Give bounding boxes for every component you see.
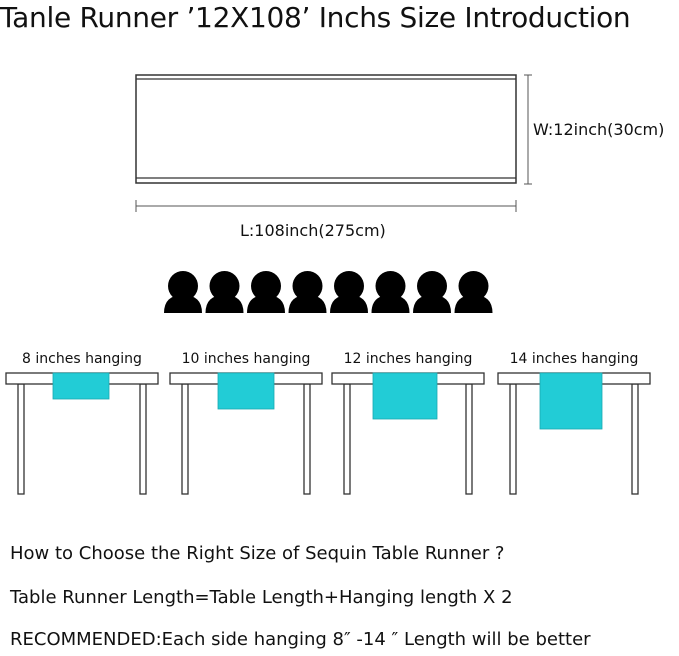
question-text: How to Choose the Right Size of Sequin T… — [10, 543, 505, 564]
hanging-example-table — [5, 372, 159, 495]
person-silhouette-icon — [330, 271, 368, 313]
hanging-label: 12 inches hanging — [343, 351, 473, 367]
runner-drop — [539, 372, 603, 430]
page-title: Tanle Runner ’12X108’ Inchs Size Introdu… — [0, 1, 631, 34]
runner-drop — [372, 372, 438, 420]
runner-drop — [52, 372, 110, 400]
runner-drop — [217, 372, 275, 410]
tables-row — [5, 372, 651, 495]
width-label: W:12inch(30cm) — [533, 120, 665, 139]
width-dimension-line — [524, 74, 532, 185]
length-label: L:108inch(275cm) — [240, 221, 386, 240]
person-silhouette-icon — [205, 271, 244, 313]
recommended-text: RECOMMENDED:Each side hanging 8″ -14 ″ L… — [10, 629, 591, 650]
person-silhouette-icon — [288, 271, 327, 313]
person-silhouette-icon — [454, 271, 493, 313]
runner-top-view — [135, 74, 517, 184]
hanging-label: 10 inches hanging — [181, 351, 311, 367]
hanging-example-table — [331, 372, 485, 495]
person-silhouette-icon — [371, 271, 410, 313]
person-silhouette-icon — [413, 271, 451, 313]
hanging-label: 8 inches hanging — [22, 351, 142, 367]
formula-text: Table Runner Length=Table Length+Hanging… — [10, 587, 513, 608]
hanging-example-table — [497, 372, 651, 495]
hanging-label: 14 inches hanging — [509, 351, 639, 367]
people-row — [164, 271, 493, 313]
person-silhouette-icon — [164, 271, 202, 313]
person-silhouette-icon — [247, 271, 285, 313]
hanging-example-table — [169, 372, 323, 495]
length-dimension-line — [135, 200, 517, 212]
